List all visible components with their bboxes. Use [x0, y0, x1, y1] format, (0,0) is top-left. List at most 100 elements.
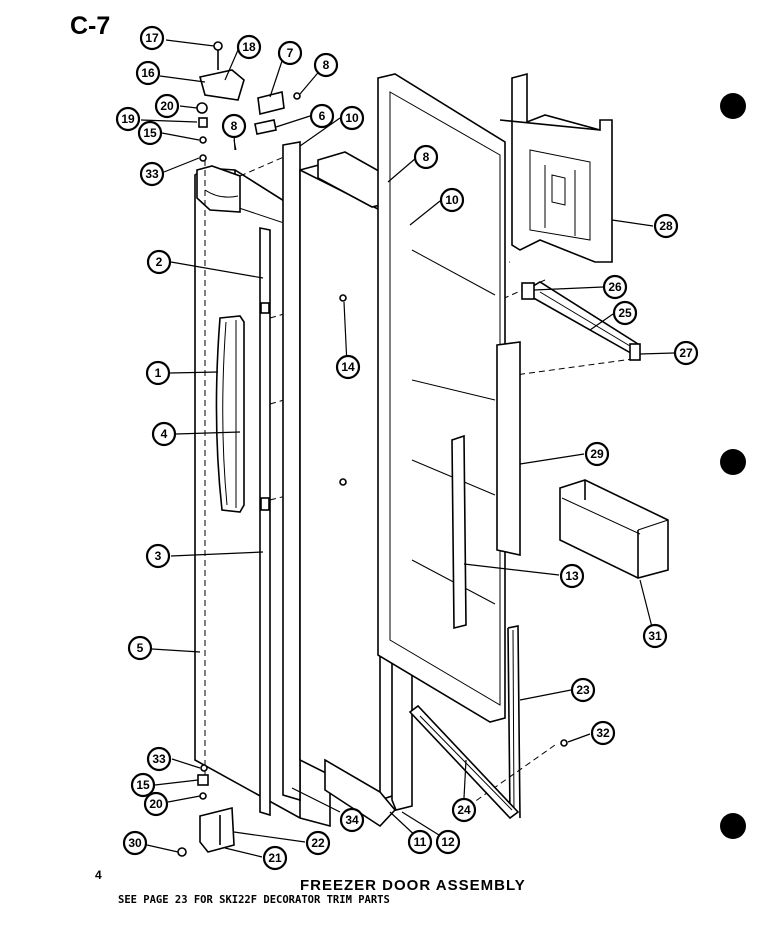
- svg-text:31: 31: [648, 629, 662, 643]
- callout-12: 12: [435, 829, 461, 855]
- svg-text:26: 26: [608, 280, 622, 294]
- svg-text:10: 10: [345, 111, 359, 125]
- callout-7: 7: [277, 40, 303, 66]
- door-gasket: [507, 625, 521, 819]
- callout-25: 25: [612, 300, 638, 326]
- svg-text:20: 20: [160, 99, 174, 113]
- svg-text:25: 25: [618, 306, 632, 320]
- callout-16: 16: [135, 60, 161, 86]
- svg-text:29: 29: [590, 447, 604, 461]
- svg-text:32: 32: [596, 726, 610, 740]
- shelf-rail: [521, 281, 641, 361]
- svg-text:3: 3: [155, 549, 162, 563]
- screw: [339, 294, 347, 302]
- callout-11: 11: [407, 829, 433, 855]
- svg-text:14: 14: [341, 360, 355, 374]
- foam-block-left: [282, 141, 396, 802]
- callout-21: 21: [262, 845, 288, 871]
- svg-text:10: 10: [445, 193, 459, 207]
- callout-10: 10: [439, 187, 465, 213]
- svg-text:1: 1: [155, 366, 162, 380]
- svg-text:22: 22: [311, 836, 325, 850]
- callout-33: 33: [146, 746, 172, 772]
- svg-text:27: 27: [679, 346, 693, 360]
- callout-15: 15: [137, 120, 163, 146]
- svg-text:2: 2: [156, 255, 163, 269]
- svg-text:11: 11: [414, 835, 427, 849]
- screw: [339, 478, 347, 486]
- svg-text:15: 15: [136, 778, 150, 792]
- binder-hole-middle: [720, 449, 746, 475]
- svg-text:33: 33: [152, 752, 166, 766]
- callout-8: 8: [221, 113, 247, 139]
- callout-5: 5: [127, 635, 153, 661]
- inner-door-liner: [377, 73, 521, 723]
- callout-31: 31: [642, 623, 668, 649]
- upper-hinge: [196, 41, 245, 162]
- svg-text:17: 17: [145, 31, 159, 45]
- svg-text:24: 24: [457, 803, 471, 817]
- diagram-title: FREEZER DOOR ASSEMBLY: [300, 877, 526, 894]
- callout-13: 13: [559, 563, 585, 589]
- svg-text:5: 5: [137, 641, 144, 655]
- callout-29: 29: [584, 441, 610, 467]
- binder-hole-bottom: [720, 813, 746, 839]
- callout-18: 18: [236, 34, 262, 60]
- callout-22: 22: [305, 830, 331, 856]
- callout-3: 3: [145, 543, 171, 569]
- svg-text:28: 28: [659, 219, 673, 233]
- callout-26: 26: [602, 274, 628, 300]
- svg-text:7: 7: [287, 46, 294, 60]
- callout-30: 30: [122, 830, 148, 856]
- svg-text:4: 4: [161, 427, 168, 441]
- svg-text:6: 6: [319, 109, 326, 123]
- callout-27: 27: [673, 340, 699, 366]
- callout-28: 28: [653, 213, 679, 239]
- callout-20: 20: [143, 791, 169, 817]
- svg-text:18: 18: [242, 40, 256, 54]
- callout-4: 4: [151, 421, 177, 447]
- callout-23: 23: [570, 677, 596, 703]
- svg-text:8: 8: [231, 119, 238, 133]
- page-code: C-7: [70, 12, 111, 40]
- callout-8: 8: [413, 144, 439, 170]
- lower-hinge: [177, 764, 235, 857]
- callout-1: 1: [145, 360, 171, 386]
- svg-text:12: 12: [441, 835, 455, 849]
- diagram-note: SEE PAGE 23 FOR SKI22F DECORATOR TRIM PA…: [118, 894, 390, 906]
- page-number: 4: [95, 868, 102, 882]
- svg-text:8: 8: [423, 150, 430, 164]
- door-handle: [215, 315, 245, 513]
- svg-text:23: 23: [576, 683, 590, 697]
- svg-text:8: 8: [323, 58, 330, 72]
- svg-text:34: 34: [345, 813, 359, 827]
- svg-text:16: 16: [141, 66, 155, 80]
- foam-block-bottom: [324, 758, 397, 828]
- callout-19: 19: [115, 106, 141, 132]
- svg-text:21: 21: [268, 851, 282, 865]
- upper-shelf-housing: [499, 72, 613, 263]
- callout-24: 24: [451, 797, 477, 823]
- svg-text:19: 19: [121, 112, 135, 126]
- callout-17: 17: [139, 25, 165, 51]
- screw: [560, 739, 568, 747]
- binder-hole-top: [720, 93, 746, 119]
- callout-15: 15: [130, 772, 156, 798]
- callout-6: 6: [309, 103, 335, 129]
- callout-2: 2: [146, 249, 172, 275]
- callout-14: 14: [335, 354, 361, 380]
- hinge-bracket: [254, 91, 301, 135]
- callout-8: 8: [313, 52, 339, 78]
- svg-text:20: 20: [149, 797, 163, 811]
- svg-text:33: 33: [145, 167, 159, 181]
- storage-bucket: [559, 479, 669, 579]
- callout-32: 32: [590, 720, 616, 746]
- callout-20: 20: [154, 93, 180, 119]
- trim-strip: [259, 227, 271, 817]
- svg-text:30: 30: [128, 836, 142, 850]
- callout-10: 10: [339, 105, 365, 131]
- svg-text:13: 13: [565, 569, 579, 583]
- leader-lines: [140, 39, 675, 858]
- callout-33: 33: [139, 161, 165, 187]
